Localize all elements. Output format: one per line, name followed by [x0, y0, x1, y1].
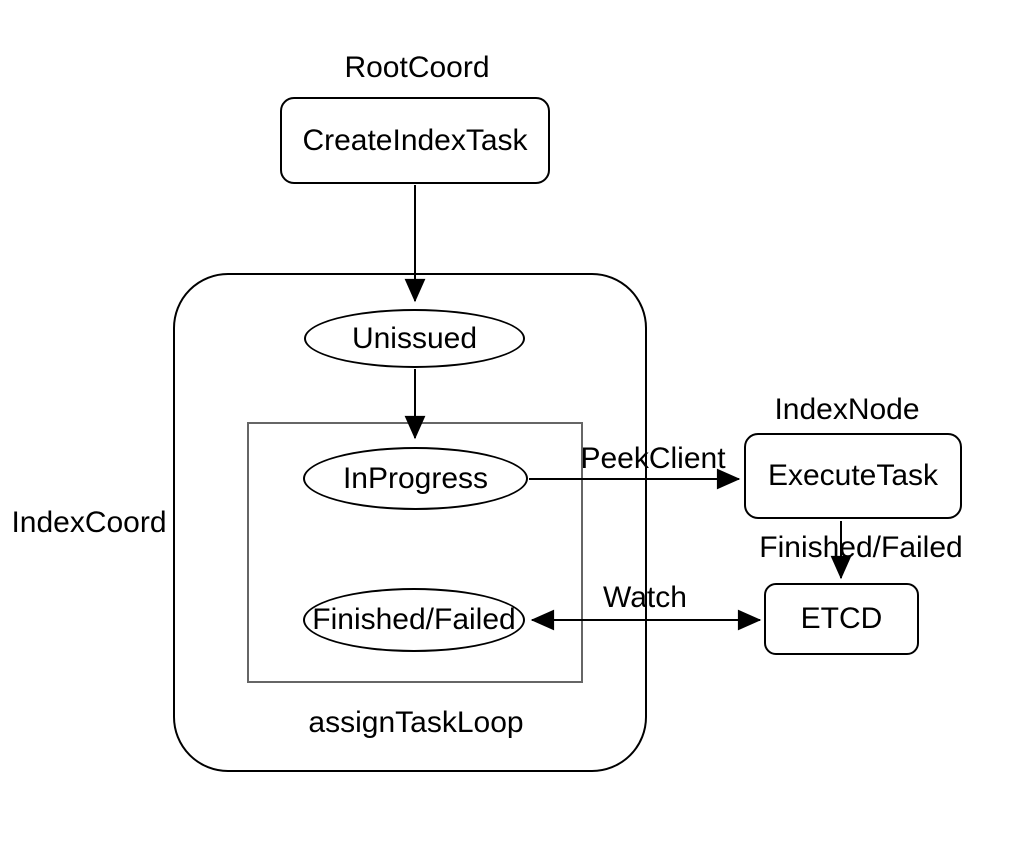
edge-label-peek-client: PeekClient	[580, 442, 726, 475]
node-unissued-label: Unissued	[351, 321, 478, 355]
node-create-index-task-label: CreateIndexTask	[302, 123, 528, 157]
node-etcd-label: ETCD	[800, 602, 883, 635]
node-in-progress: InProgress	[303, 447, 528, 510]
assign-task-loop-label: assignTaskLoop	[308, 706, 524, 739]
node-execute-task: ExecuteTask	[744, 433, 962, 519]
node-etcd: ETCD	[764, 583, 919, 655]
node-in-progress-label: InProgress	[342, 461, 489, 495]
node-finished-failed-label: Finished/Failed	[312, 603, 516, 636]
edge-label-finished-failed: Finished/Failed	[759, 531, 963, 564]
index-coord-label: IndexCoord	[11, 506, 167, 539]
node-create-index-task: CreateIndexTask	[280, 97, 550, 184]
index-node-label: IndexNode	[774, 393, 920, 426]
node-unissued: Unissued	[304, 309, 525, 368]
node-execute-task-label: ExecuteTask	[767, 459, 939, 492]
edge-label-watch: Watch	[603, 581, 687, 614]
node-finished-failed: Finished/Failed	[303, 588, 525, 652]
index-coord-container	[173, 273, 647, 772]
root-coord-label: RootCoord	[344, 51, 490, 84]
